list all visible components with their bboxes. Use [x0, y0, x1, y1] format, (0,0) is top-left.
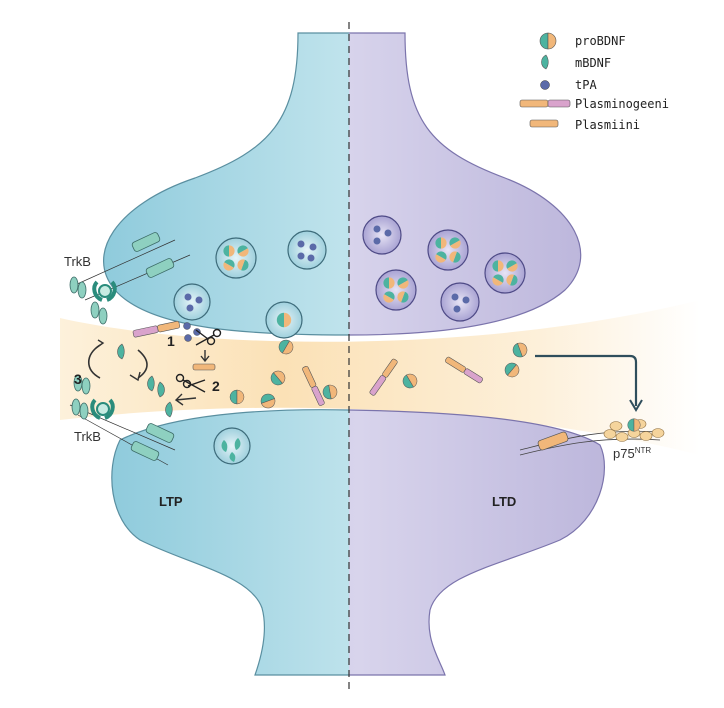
- probdnf-icon: [270, 370, 286, 386]
- legend-plasminogen-icon: [519, 99, 571, 108]
- tpa-icon: [183, 322, 191, 330]
- plasminogen-icon: [369, 358, 398, 396]
- probdnf-icon: [278, 339, 294, 355]
- p75-label: p75NTR: [613, 446, 651, 461]
- vesicle-probdnf-fusing: [265, 301, 303, 339]
- postsynaptic-spine-ltd: [349, 409, 606, 676]
- legend-plasmin-icon: [529, 119, 559, 128]
- tpa-icon: [193, 328, 201, 336]
- arrow-to-p75: [535, 354, 643, 412]
- probdnf-icon: [512, 342, 528, 358]
- probdnf-icon: [229, 389, 245, 405]
- legend-tpa-icon: [540, 80, 550, 90]
- vesicle-tpa-fusing: [173, 283, 211, 321]
- legend-tpa-label: tPA: [575, 78, 597, 92]
- vesicle-probdnf: [427, 229, 469, 271]
- scissors-icon: [195, 328, 222, 346]
- plasminogen-icon: [445, 356, 483, 384]
- probdnf-icon: [402, 373, 418, 389]
- mbdnf-icon: [165, 401, 173, 418]
- legend-plasmin-label: Plasmiini: [575, 118, 640, 132]
- presynaptic-terminal-ltp: [103, 32, 349, 336]
- legend-probdnf-icon: [539, 32, 557, 50]
- legend-mbdnf-label: mBDNF: [575, 56, 611, 70]
- step3-label: 3: [74, 371, 82, 387]
- mbdnf-icon: [147, 375, 155, 392]
- presynaptic-terminal-ltd: [349, 32, 582, 336]
- bound-mbdnf-icon: [90, 398, 115, 420]
- tpa-icon: [184, 334, 192, 342]
- legend-probdnf-label: proBDNF: [575, 34, 626, 48]
- legend-plasminogen-label: Plasminogeeni: [575, 97, 669, 111]
- probdnf-icon: [260, 393, 276, 409]
- vesicle-tpa: [440, 282, 480, 322]
- vesicle-probdnf: [375, 269, 417, 311]
- step3-arrows: [87, 339, 197, 406]
- postsynaptic-trkb-receptors: [69, 374, 176, 466]
- postsynaptic-spine-ltp: [111, 409, 349, 676]
- legend: proBDNF mBDNF tPA Plasminogeeni Plasmiin…: [519, 32, 669, 132]
- probdnf-icon: [322, 384, 338, 400]
- step1-arrow: [200, 350, 210, 363]
- vesicle-probdnf: [484, 252, 526, 294]
- step1-label: 1: [167, 333, 175, 349]
- plasminogen-icon: [132, 320, 181, 338]
- step2-label: 2: [212, 378, 220, 394]
- mbdnf-icon: [157, 381, 165, 398]
- presynaptic-trkb-receptors: [69, 232, 191, 325]
- postsynaptic-vesicle-mbdnf: [213, 427, 251, 465]
- trkb-label-top: TrkB: [64, 254, 91, 269]
- scissors-icon: [175, 373, 206, 393]
- ltd-label: LTD: [492, 494, 516, 509]
- vesicle-tpa: [362, 215, 402, 255]
- ltp-label: LTP: [159, 494, 183, 509]
- plasminogen-icon: [302, 365, 325, 406]
- vesicle-tpa: [287, 230, 327, 270]
- p75-receptor-complex: [519, 418, 665, 456]
- trkb-label-bottom: TrkB: [74, 429, 101, 444]
- legend-mbdnf-icon: [541, 54, 549, 70]
- vesicle-probdnf: [215, 237, 257, 279]
- plasmin-icon: [192, 363, 216, 371]
- probdnf-icon: [504, 362, 520, 378]
- mbdnf-icon: [117, 343, 125, 360]
- bound-mbdnf-icon: [92, 280, 117, 302]
